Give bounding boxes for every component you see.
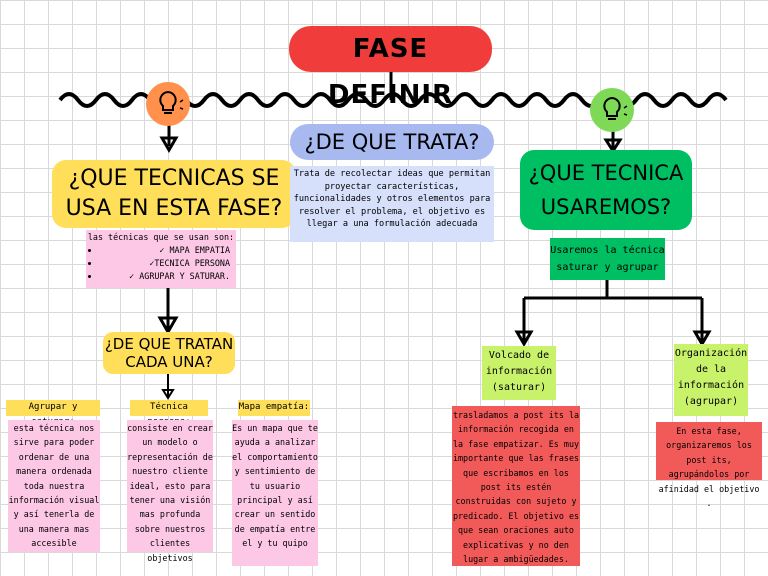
what-about-text: Trata de recolectar ideas que permitan p… <box>290 166 494 242</box>
lightbulb-icon <box>146 82 190 126</box>
list-item: ✓ AGRUPAR Y SATURAR. <box>100 270 236 283</box>
list-item: ✓TECNICA PERSONA <box>100 257 236 270</box>
techniques-list: las técnicas que se usan son: ✓ MAPA EMP… <box>86 230 236 288</box>
question-each: ¿DE QUE TRATAN CADA UNA? <box>103 332 235 374</box>
card-text-agrupar: esta técnica nos sirve para poder ordena… <box>8 420 100 552</box>
question-techniques: ¿QUE TECNICAS SE USA EN ESTA FASE? <box>52 160 296 228</box>
card-text-empatia: Es un mapa que te ayuda a analizar el co… <box>232 420 318 566</box>
branch-title-agrupar: Organización de la información (agrupar) <box>674 344 748 416</box>
lightbulb-icon <box>590 88 634 132</box>
card-title-persona: Técnica persona: <box>130 400 208 427</box>
techniques-intro: las técnicas que se usan son: <box>87 232 235 242</box>
list-item: ✓ MAPA EMPATIA <box>100 244 236 257</box>
card-title-agrupar: Agrupar y saturar: <box>6 400 100 427</box>
branch-title-saturar: Volcado de información (saturar) <box>482 346 556 400</box>
branch-text-agrupar: En esta fase, organizaremos los post its… <box>656 422 762 508</box>
card-title-empatia: Mapa empatía: <box>238 400 310 416</box>
card-text-persona: consiste en crear un modelo o representa… <box>127 420 213 563</box>
question-technique: ¿QUE TECNICA USAREMOS? <box>520 150 692 230</box>
technique-answer: Usaremos la técnica saturar y agrupar <box>550 238 665 280</box>
branch-text-saturar: trasladamos a post its la información re… <box>452 406 580 566</box>
question-what-about: ¿DE QUE TRATA? <box>290 124 494 160</box>
page-title: FASE DEFINIR <box>289 26 492 110</box>
